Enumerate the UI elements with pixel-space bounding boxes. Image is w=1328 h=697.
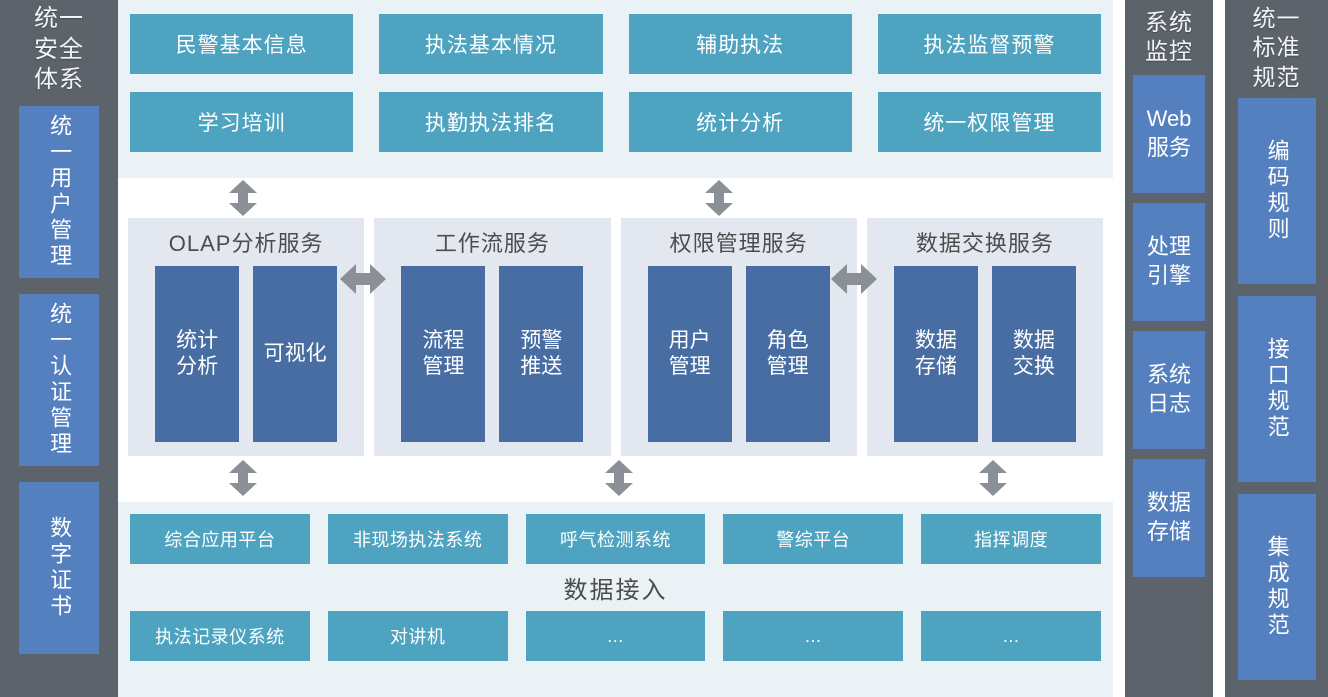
data-access-layer: 综合应用平台 非现场执法系统 呼气检测系统 警综平台 指挥调度 数据接入 执法记… (118, 502, 1113, 697)
monitor-column-title: 系统 监控 (1145, 9, 1193, 65)
standard-item-coding-rules[interactable]: 编码规则 (1237, 98, 1316, 285)
monitor-item-label: 处理 引擎 (1146, 234, 1191, 288)
app-box-police-basic-info[interactable]: 民警基本信息 (130, 14, 354, 74)
column-gap-left (1113, 0, 1125, 697)
data-source-more-1[interactable]: ... (525, 611, 706, 661)
arrow-up-down-icon (226, 460, 260, 496)
service-panel-title: 权限管理服务 (669, 231, 808, 256)
service-panel-data-exchange[interactable]: 数据交换服务 数据 存储 数据 交换 (866, 218, 1103, 456)
service-module-user-management[interactable]: 用户 管理 (647, 266, 732, 442)
arrow-strip-bottom (118, 456, 1113, 502)
data-source-breath-test-system[interactable]: 呼气检测系统 (525, 514, 706, 564)
data-source-law-enforcement-recorder-system[interactable]: 执法记录仪系统 (130, 611, 310, 661)
monitor-item-label: 数据 存储 (1146, 490, 1191, 544)
data-access-row-1: 综合应用平台 非现场执法系统 呼气检测系统 警综平台 指挥调度 (130, 514, 1101, 564)
service-panel-title: 数据交换服务 (915, 231, 1054, 256)
standard-item-interface-spec[interactable]: 接口规范 (1237, 296, 1316, 483)
data-source-more-3[interactable]: ... (921, 611, 1101, 661)
system-monitoring-column: 系统 监控 Web 服务 处理 引擎 系统 日志 数据 存储 (1125, 0, 1213, 697)
arrow-up-down-icon (602, 460, 636, 496)
data-source-command-dispatch[interactable]: 指挥调度 (921, 514, 1101, 564)
app-box-statistical-analysis[interactable]: 统计分析 (628, 92, 852, 152)
standard-item-label: 集成规范 (1264, 535, 1290, 640)
monitor-column-items: Web 服务 处理 引擎 系统 日志 数据 存储 (1125, 67, 1213, 697)
service-module-process-management[interactable]: 流程 管理 (401, 266, 486, 442)
service-modules: 数据 存储 数据 交换 (881, 266, 1089, 442)
app-box-enforcement-supervision-alert[interactable]: 执法监督预警 (877, 14, 1101, 74)
service-panel-workflow[interactable]: 工作流服务 流程 管理 预警 推送 (374, 218, 611, 456)
app-box-enforcement-basics[interactable]: 执法基本情况 (379, 14, 603, 74)
application-layer: 民警基本信息 执法基本情况 辅助执法 执法监督预警 学习培训 执勤执法排名 统计… (118, 0, 1113, 178)
arrow-up-down-icon (226, 180, 260, 216)
monitor-item-data-storage[interactable]: 数据 存储 (1133, 458, 1205, 577)
left-security-column: 统一 安全 体系 统一用户管理 统一认证管理 数字证书 (0, 0, 118, 697)
service-panel-olap[interactable]: OLAP分析服务 统计 分析 可视化 (128, 218, 365, 456)
data-source-non-onsite-enforcement-system[interactable]: 非现场执法系统 (327, 514, 508, 564)
arrow-strip-top (118, 178, 1113, 218)
unified-standards-column: 统一 标准 规范 编码规则 接口规范 集成规范 (1225, 0, 1328, 697)
monitor-item-label: 系统 日志 (1146, 362, 1191, 416)
data-source-police-integrated-platform[interactable]: 警综平台 (723, 514, 904, 564)
left-column-items: 统一用户管理 统一认证管理 数字证书 (0, 96, 118, 697)
sidebar-item-label: 统一认证管理 (47, 302, 73, 459)
sidebar-item-label: 统一用户管理 (47, 114, 73, 271)
service-panel-permission[interactable]: 权限管理服务 用户 管理 角色 管理 (620, 218, 857, 456)
monitor-item-system-log[interactable]: 系统 日志 (1133, 330, 1205, 449)
main-stack: 民警基本信息 执法基本情况 辅助执法 执法监督预警 学习培训 执勤执法排名 统计… (118, 0, 1113, 697)
app-box-duty-enforcement-ranking[interactable]: 执勤执法排名 (379, 92, 603, 152)
app-box-unified-permission-management[interactable]: 统一权限管理 (877, 92, 1101, 152)
standard-item-label: 接口规范 (1264, 337, 1290, 442)
app-box-assisted-enforcement[interactable]: 辅助执法 (628, 14, 852, 74)
service-panel-title: OLAP分析服务 (168, 231, 324, 256)
column-gap-right (1213, 0, 1225, 697)
sidebar-item-unified-user-management[interactable]: 统一用户管理 (19, 106, 99, 279)
standard-column-title: 统一 标准 规范 (1252, 5, 1301, 90)
standard-item-integration-spec[interactable]: 集成规范 (1237, 494, 1316, 681)
data-access-label: 数据接入 (563, 577, 668, 604)
monitor-item-label: Web 服务 (1146, 106, 1192, 160)
app-box-study-training[interactable]: 学习培训 (130, 92, 354, 152)
data-source-intercom[interactable]: 对讲机 (327, 611, 508, 661)
service-module-data-exchange[interactable]: 数据 交换 (991, 266, 1076, 442)
arrow-up-down-icon (976, 460, 1010, 496)
service-modules: 用户 管理 角色 管理 (635, 266, 843, 442)
service-panel-title: 工作流服务 (434, 231, 550, 256)
data-access-row-2: 执法记录仪系统 对讲机 ... ... ... (130, 611, 1101, 661)
sidebar-item-label: 数字证书 (47, 516, 73, 621)
service-module-role-management[interactable]: 角色 管理 (745, 266, 830, 442)
monitor-item-web-service[interactable]: Web 服务 (1133, 74, 1205, 193)
service-module-alert-push[interactable]: 预警 推送 (499, 266, 584, 442)
data-source-integrated-app-platform[interactable]: 综合应用平台 (130, 514, 310, 564)
standard-column-items: 编码规则 接口规范 集成规范 (1225, 92, 1328, 697)
standard-item-label: 编码规则 (1264, 139, 1290, 244)
service-module-data-storage[interactable]: 数据 存储 (893, 266, 978, 442)
data-source-more-2[interactable]: ... (723, 611, 904, 661)
service-modules: 统计 分析 可视化 (142, 266, 350, 442)
service-layer: OLAP分析服务 统计 分析 可视化 工作流服务 流程 管理 预警 推送 权限管… (118, 218, 1113, 456)
arrow-left-right-icon (340, 260, 386, 298)
sidebar-item-unified-auth-management[interactable]: 统一认证管理 (19, 294, 99, 467)
arrow-up-down-icon (702, 180, 736, 216)
service-module-visualization[interactable]: 可视化 (253, 266, 338, 442)
service-modules: 流程 管理 预警 推送 (388, 266, 596, 442)
arrow-left-right-icon (831, 260, 877, 298)
monitor-item-processing-engine[interactable]: 处理 引擎 (1133, 202, 1205, 321)
application-layer-grid: 民警基本信息 执法基本情况 辅助执法 执法监督预警 学习培训 执勤执法排名 统计… (130, 14, 1101, 152)
service-module-statistical-analysis[interactable]: 统计 分析 (155, 266, 240, 442)
sidebar-item-digital-certificate[interactable]: 数字证书 (19, 482, 99, 655)
left-column-title: 统一 安全 体系 (34, 5, 84, 94)
